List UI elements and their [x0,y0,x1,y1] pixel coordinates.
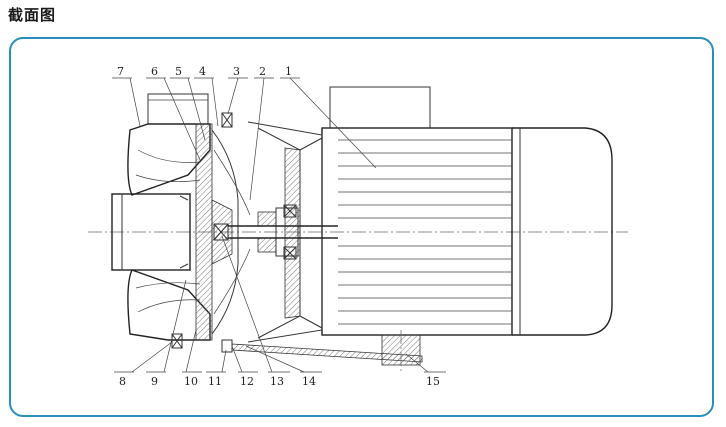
suction-inlet [111,193,191,271]
callout-label: 11 [208,375,222,388]
discharge-outlet [147,93,209,125]
callout-label: 9 [151,375,158,388]
motor [321,86,613,336]
callout-label: 1 [285,65,292,78]
callout-label: 7 [117,65,124,78]
callouts-top: 7 6 5 4 3 2 1 [112,65,377,201]
callout-label: 8 [119,375,126,388]
terminal-box [329,86,431,129]
motor-body [321,127,513,336]
shaft-seal-assembly [213,204,338,260]
bearing-lower [283,246,297,260]
cooling-fins [338,139,512,325]
callout-label: 3 [233,65,240,78]
fan-cover [512,127,613,336]
page-title: 截面图 [8,6,57,24]
callouts-bottom: 8 9 10 11 12 13 14 15 [114,235,446,388]
impeller [195,123,251,341]
callout-label: 15 [426,375,440,388]
callout-label: 5 [175,65,182,78]
impeller-nut [213,223,229,241]
motor-bracket [247,121,323,343]
callout-label: 14 [302,375,316,388]
callout-label: 10 [184,375,198,388]
bearing-upper [283,204,297,218]
bolts [171,112,233,353]
pump-casing [111,93,211,341]
callout-label: 13 [270,375,284,388]
callout-label: 6 [151,65,158,78]
callout-label: 4 [199,65,206,78]
callout-label: 2 [259,65,266,78]
callout-label: 12 [240,375,254,388]
